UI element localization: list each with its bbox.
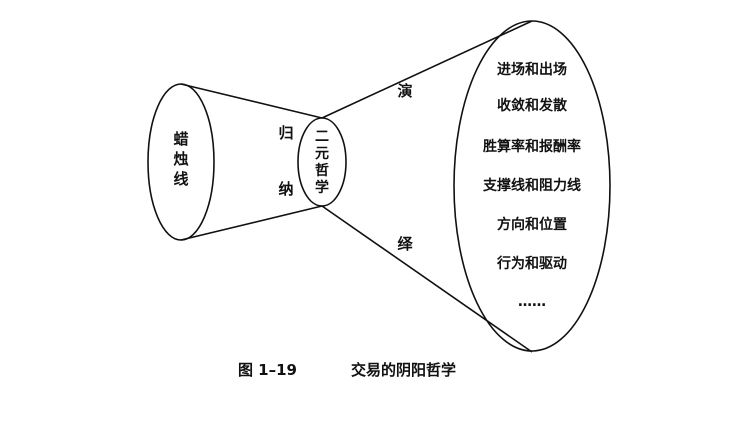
candlestick-label-char: 线	[173, 170, 188, 188]
deduction-item: 进场和出场	[497, 61, 567, 78]
deduction-item: 收敛和发散	[497, 97, 568, 114]
induction-cone-top-edge	[180, 83, 323, 119]
induction-cone	[147, 83, 323, 241]
binary-philosophy-label-char: 二	[315, 129, 329, 145]
deduction-items: 进场和出场 收敛和发散 胜算率和报酬率 支撑线和阻力线 方向和位置 行为和驱动 …	[482, 61, 581, 310]
deduction-item: 支撑线和阻力线	[482, 177, 581, 194]
deduction-item: ……	[518, 294, 546, 310]
candlestick-label-char: 蜡	[173, 130, 188, 148]
induction-label-char: 归	[278, 124, 293, 142]
binary-philosophy-label-char: 学	[315, 179, 329, 196]
induction-label-char: 纳	[278, 180, 293, 198]
deduction-label-char: 绎	[397, 235, 413, 253]
binary-philosophy-label-char: 元	[315, 146, 329, 162]
figure-number: 图 1–19	[238, 361, 297, 379]
deduction-item: 胜算率和报酬率	[483, 138, 581, 155]
deduction-label-char: 演	[397, 82, 412, 100]
deduction-cone-top-edge	[321, 20, 533, 119]
induction-cone-bottom-edge	[180, 205, 323, 241]
deduction-cone-bottom-edge	[321, 205, 533, 353]
deduction-ellipse	[453, 20, 611, 352]
candlestick-label: 蜡 烛 线	[173, 130, 188, 188]
figure-title: 交易的阴阳哲学	[351, 361, 456, 379]
deduction-label: 演 绎	[397, 82, 413, 253]
binary-philosophy-label-char: 哲	[315, 162, 329, 179]
binary-philosophy-label: 二 元 哲 学	[315, 129, 329, 196]
figure-caption: 图 1–19 交易的阴阳哲学	[238, 361, 456, 379]
induction-label: 归 纳	[278, 124, 293, 198]
deduction-cone	[321, 20, 611, 353]
candlestick-label-char: 烛	[173, 150, 188, 168]
deduction-item: 方向和位置	[497, 216, 567, 233]
deduction-item: 行为和驱动	[496, 255, 567, 272]
